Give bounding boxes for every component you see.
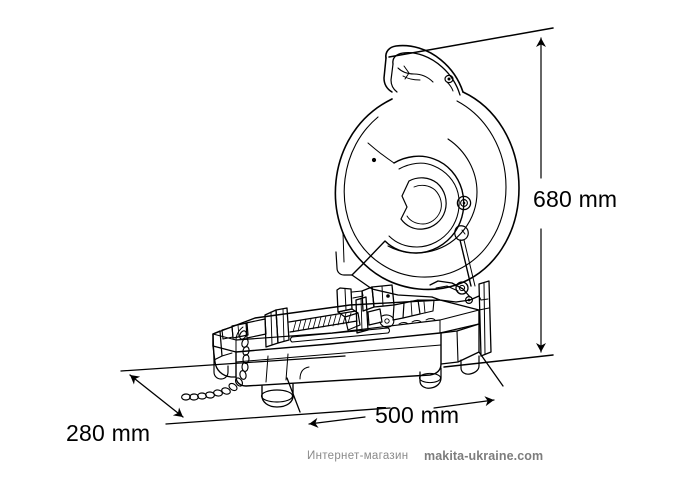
vise-support-arm [212,330,233,380]
spark-deflector [351,155,476,287]
dimension-width-500 [286,351,504,428]
dimension-depth-280 [120,355,391,425]
cast-base [212,299,480,408]
dimension-height-680 [388,27,554,368]
adjustable-fence [336,284,436,331]
watermark-shop-label: Интернет-магазин [307,450,409,462]
watermark-site-url: makita-ukraine.com [424,449,544,463]
dimension-label-width: 500 mm [375,402,460,428]
base-feet [260,355,480,408]
safety-chain [181,326,250,401]
blade-guard-cover [334,91,520,291]
carry-handle [383,44,464,96]
pivot-arm-bracket [351,274,492,357]
threaded-clamp-screw [292,312,352,333]
dimension-label-depth: 280 mm [66,420,151,446]
dimension-label-height: 680 mm [533,186,618,212]
